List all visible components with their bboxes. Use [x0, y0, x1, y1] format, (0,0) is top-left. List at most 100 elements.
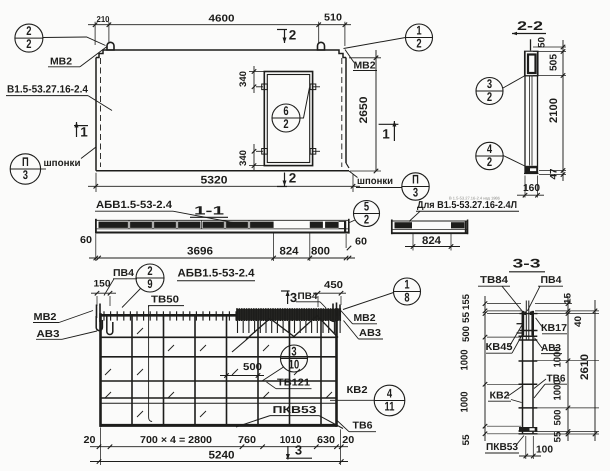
svg-text:3-3: 3-3 [513, 257, 541, 271]
svg-text:160: 160 [523, 183, 540, 194]
svg-text:50: 50 [537, 37, 548, 48]
svg-text:2: 2 [283, 117, 288, 131]
svg-text:3: 3 [291, 345, 296, 359]
svg-text:3: 3 [290, 290, 297, 305]
svg-text:500: 500 [553, 410, 564, 426]
svg-text:6: 6 [283, 104, 288, 118]
svg-text:2-2: 2-2 [517, 19, 543, 33]
svg-text:5: 5 [364, 200, 369, 214]
svg-text:3: 3 [487, 77, 492, 91]
svg-text:П: П [22, 155, 29, 169]
svg-text:П: П [412, 173, 419, 187]
svg-text:340: 340 [238, 150, 249, 166]
svg-text:55: 55 [553, 431, 564, 443]
svg-text:4: 4 [487, 142, 492, 156]
svg-text:55: 55 [461, 311, 472, 323]
svg-text:60: 60 [80, 235, 92, 246]
svg-text:700 × 4 = 2800: 700 × 4 = 2800 [140, 435, 212, 446]
svg-text:3696: 3696 [187, 246, 213, 258]
svg-text:2: 2 [26, 37, 31, 51]
svg-text:АВ3: АВ3 [37, 329, 60, 340]
svg-text:15: 15 [563, 292, 574, 304]
svg-text:ТВ121: ТВ121 [277, 378, 310, 389]
svg-text:47: 47 [549, 169, 560, 180]
svg-text:1000: 1000 [460, 349, 471, 370]
svg-text:760: 760 [238, 435, 256, 446]
svg-text:9: 9 [147, 277, 152, 291]
svg-text:1000: 1000 [553, 346, 564, 367]
svg-text:4: 4 [387, 387, 392, 401]
svg-text:МВ2: МВ2 [354, 61, 376, 72]
svg-text:ПКВ53: ПКВ53 [486, 442, 518, 453]
svg-text:510: 510 [324, 13, 342, 24]
svg-text:100: 100 [536, 445, 553, 456]
svg-text:АБВ1.5-53-2.4: АБВ1.5-53-2.4 [96, 199, 172, 211]
svg-text:ТВ6: ТВ6 [547, 373, 566, 384]
svg-text:2: 2 [364, 212, 369, 226]
svg-text:155: 155 [461, 293, 472, 310]
svg-text:Для В1.5-53.27.16-2.4Л: Для В1.5-53.27.16-2.4Л [417, 200, 517, 211]
svg-text:ПВ4: ПВ4 [298, 291, 319, 302]
svg-text:5320: 5320 [201, 175, 228, 187]
svg-text:500: 500 [243, 362, 262, 373]
svg-text:шпонки: шпонки [44, 158, 81, 169]
svg-text:210: 210 [97, 14, 110, 24]
svg-text:800: 800 [311, 246, 330, 258]
svg-text:шпонки: шпонки [357, 176, 393, 187]
svg-text:630: 630 [317, 435, 335, 446]
svg-text:1000: 1000 [460, 391, 471, 412]
svg-text:2610: 2610 [579, 354, 591, 380]
svg-text:40: 40 [573, 316, 584, 327]
svg-text:ПКВ53: ПКВ53 [273, 405, 318, 416]
svg-text:2: 2 [289, 28, 297, 43]
svg-text:20: 20 [342, 435, 354, 446]
svg-text:340: 340 [238, 71, 249, 87]
svg-text:1010: 1010 [280, 435, 302, 446]
svg-text:505: 505 [549, 54, 560, 71]
svg-text:1000: 1000 [553, 379, 564, 400]
svg-text:ТВ50: ТВ50 [151, 295, 180, 306]
svg-text:КВ17: КВ17 [541, 323, 567, 334]
svg-text:ПВ4: ПВ4 [541, 275, 562, 286]
svg-text:3: 3 [413, 185, 418, 199]
svg-text:АБВ1.5-53-2.4: АБВ1.5-53-2.4 [178, 268, 256, 280]
svg-text:КВ45: КВ45 [486, 342, 513, 353]
svg-text:824: 824 [280, 246, 300, 258]
svg-text:2: 2 [147, 264, 152, 278]
svg-text:2650: 2650 [358, 97, 370, 124]
svg-text:55: 55 [461, 434, 472, 446]
svg-text:2: 2 [26, 24, 31, 38]
svg-text:1: 1 [80, 125, 88, 140]
svg-text:4600: 4600 [209, 14, 236, 25]
svg-text:АВ3: АВ3 [541, 343, 561, 354]
svg-text:1: 1 [382, 127, 390, 142]
svg-text:В 1.5-53.27.16-2.4 нвд 1986: В 1.5-53.27.16-2.4 нвд 1986 [449, 196, 501, 201]
svg-text:КВ2: КВ2 [347, 385, 368, 396]
svg-text:1-1: 1-1 [194, 204, 225, 218]
svg-text:АВ3: АВ3 [359, 328, 381, 339]
svg-text:5240: 5240 [209, 450, 235, 462]
svg-text:КВ2: КВ2 [490, 390, 510, 401]
svg-text:150: 150 [94, 279, 111, 290]
svg-text:В1.5-53.27.16-2.4: В1.5-53.27.16-2.4 [7, 84, 88, 96]
svg-text:МВ2: МВ2 [50, 56, 72, 67]
svg-text:МВ2: МВ2 [354, 313, 376, 324]
svg-text:3: 3 [295, 443, 302, 458]
svg-text:11: 11 [385, 399, 395, 413]
svg-text:МВ2: МВ2 [34, 312, 57, 323]
svg-text:1: 1 [416, 24, 421, 38]
svg-text:ТВ84: ТВ84 [480, 275, 509, 286]
svg-text:2: 2 [289, 171, 297, 186]
svg-text:1: 1 [404, 278, 409, 292]
svg-text:2: 2 [487, 90, 492, 104]
svg-text:450: 450 [324, 280, 343, 291]
svg-text:824: 824 [422, 235, 442, 247]
svg-text:ТВ6: ТВ6 [353, 421, 373, 432]
svg-text:2100: 2100 [548, 98, 560, 123]
svg-text:2: 2 [416, 36, 421, 50]
svg-text:20: 20 [84, 435, 96, 446]
svg-text:60: 60 [355, 237, 367, 248]
svg-text:2: 2 [487, 155, 492, 169]
svg-text:3: 3 [23, 168, 28, 182]
svg-text:8: 8 [404, 290, 409, 304]
